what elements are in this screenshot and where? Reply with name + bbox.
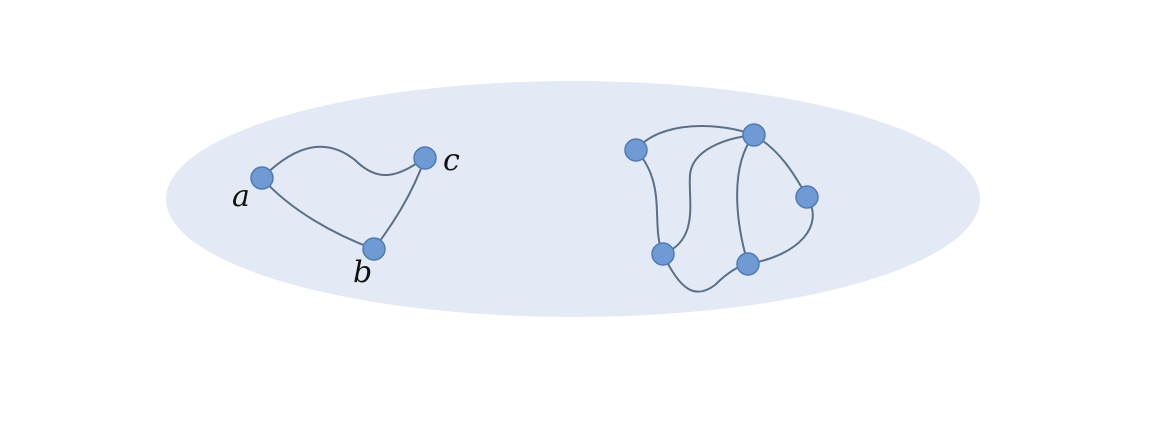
edge-n4-n2 [662,134,755,255]
node-label-b: b [353,255,372,290]
edge-a-b [261,177,375,250]
node-right-4 [651,242,675,266]
node-right-5 [736,252,760,276]
node-a [250,166,274,190]
node-c [413,146,437,170]
left-component: a b c [232,143,460,290]
node-right-1 [624,138,648,162]
right-component [624,123,819,293]
universe-ellipse [166,81,980,317]
node-label-a: a [232,179,250,214]
node-b [362,237,386,261]
edge-a-c [261,145,426,179]
edge-n1-n2 [635,124,755,151]
node-label-c: c [443,143,460,178]
edge-n2-n5 [736,134,755,265]
node-right-3 [795,185,819,209]
node-right-2 [742,123,766,147]
